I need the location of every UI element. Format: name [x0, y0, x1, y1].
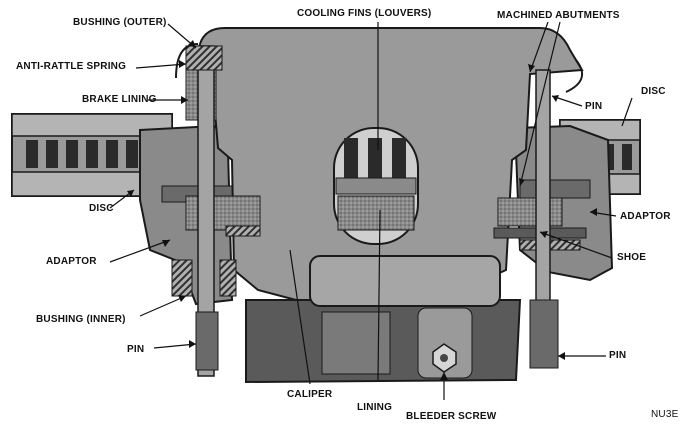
label-bushing-outer: BUSHING (OUTER) — [73, 17, 167, 28]
label-adaptor-right: ADAPTOR — [620, 211, 671, 222]
label-machined-abutments: MACHINED ABUTMENTS — [497, 10, 620, 21]
caliper-body — [194, 27, 584, 301]
label-disc-left: DISC — [89, 203, 114, 214]
label-brake-lining: BRAKE LINING — [82, 94, 157, 105]
label-pin-upper-right: PIN — [585, 101, 603, 112]
label-lining: LINING — [357, 402, 393, 413]
label-shoe: SHOE — [617, 252, 647, 263]
leader-arrowheads — [127, 40, 597, 380]
label-adaptor-left: ADAPTOR — [46, 256, 97, 267]
pin-left — [171, 43, 237, 377]
figure-code: NU3E — [651, 409, 679, 420]
pin-right — [529, 59, 584, 369]
label-cooling-fins: COOLING FINS (LOUVERS) — [297, 8, 432, 19]
label-pin-right: PIN — [609, 350, 627, 361]
label-pin-left: PIN — [127, 344, 145, 355]
label-bleeder-screw: BLEEDER SCREW — [406, 411, 497, 422]
label-caliper: CALIPER — [287, 389, 333, 400]
label-bushing-inner: BUSHING (INNER) — [36, 314, 126, 325]
label-anti-rattle-spring: ANTI-RATTLE SPRING — [16, 61, 127, 72]
label-disc-right: DISC — [641, 86, 666, 97]
